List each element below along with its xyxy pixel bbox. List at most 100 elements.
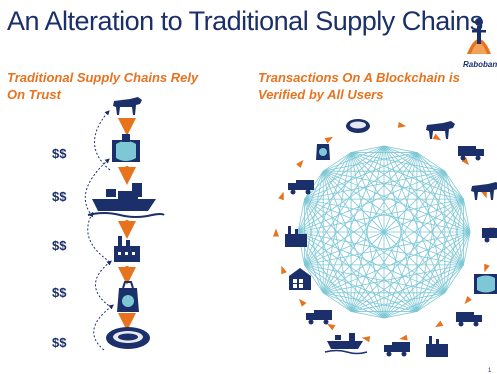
network-link xyxy=(304,198,385,319)
network-link xyxy=(463,199,471,233)
truck-icon xyxy=(384,342,410,357)
network-link xyxy=(297,199,305,233)
bag-icon xyxy=(117,281,139,312)
warehouse-icon xyxy=(289,268,311,290)
network-link xyxy=(383,152,418,319)
network-link xyxy=(323,292,417,312)
network-link xyxy=(297,171,324,233)
ring-icons xyxy=(285,119,497,357)
network-link xyxy=(350,152,464,200)
factory-icon xyxy=(426,336,448,357)
network-link xyxy=(322,292,352,312)
right-heading: Transactions On A Blockchain is Verified… xyxy=(258,70,460,102)
ring-arrow xyxy=(461,157,470,166)
network-link xyxy=(416,152,446,172)
ring-arrow xyxy=(273,228,280,237)
ring-arrow xyxy=(296,159,304,168)
truck-icon xyxy=(458,146,484,161)
dollar-label-1: $$ xyxy=(52,146,67,161)
network-link xyxy=(304,170,446,266)
cow-icon xyxy=(113,97,142,115)
factory-icon xyxy=(114,236,140,262)
network-link xyxy=(383,264,464,319)
network-link xyxy=(323,170,471,233)
cow-icon xyxy=(471,182,497,200)
truck-icon xyxy=(456,312,482,327)
ring-arrow xyxy=(432,133,442,141)
network-link xyxy=(304,264,385,319)
network-link xyxy=(322,152,352,172)
network-link xyxy=(297,198,464,233)
network-link xyxy=(304,145,385,200)
bag-icon xyxy=(316,144,330,160)
network-link xyxy=(351,152,445,172)
ring-arrow xyxy=(361,336,371,343)
network-link xyxy=(350,152,464,266)
network-link xyxy=(304,231,471,266)
network-link xyxy=(350,152,471,233)
network-link xyxy=(322,170,464,266)
dollar-label-4: $$ xyxy=(52,285,67,300)
network-link xyxy=(297,231,418,312)
ring-arrow xyxy=(434,320,444,328)
network-link xyxy=(444,199,464,293)
network-link xyxy=(323,292,385,319)
dollar-label-5: $$ xyxy=(52,335,67,350)
network-link xyxy=(297,152,352,233)
truck-icon xyxy=(482,228,497,243)
network-link xyxy=(304,171,324,265)
cow-icon xyxy=(426,121,455,139)
left-heading: Traditional Supply Chains Rely On Trust xyxy=(7,70,199,102)
factory-icon xyxy=(285,226,307,247)
truck-icon xyxy=(288,180,314,195)
meat-icon xyxy=(346,119,370,133)
processing-plant-icon xyxy=(112,134,140,162)
network-link xyxy=(383,145,464,200)
network-link xyxy=(463,231,471,265)
network-link xyxy=(304,264,352,312)
network-link xyxy=(350,152,385,319)
ring-arrow xyxy=(324,136,334,144)
network-link xyxy=(351,311,385,319)
network-link xyxy=(383,145,418,312)
ship-icon xyxy=(324,333,368,355)
network-link xyxy=(416,292,446,312)
payment-arrows xyxy=(84,110,114,351)
network-link xyxy=(304,264,324,294)
meat-icon xyxy=(106,327,150,349)
network-link xyxy=(416,152,471,233)
network-link xyxy=(444,170,464,200)
ring-arrow xyxy=(484,263,490,273)
network-link xyxy=(383,311,417,319)
network-link xyxy=(322,152,352,293)
network-link xyxy=(350,152,446,294)
dollar-label-3: $$ xyxy=(52,238,67,253)
network-link xyxy=(304,152,352,266)
ring-arrow xyxy=(298,298,307,307)
network-link xyxy=(350,145,385,312)
ring-arrow xyxy=(464,296,472,305)
ring-arrow xyxy=(278,191,284,201)
network-link xyxy=(444,171,464,265)
network-link xyxy=(351,292,445,312)
ring-arrow xyxy=(326,323,336,331)
truck-icon xyxy=(306,310,332,325)
network-link xyxy=(304,152,352,200)
network-link xyxy=(304,198,352,312)
network-link xyxy=(304,198,471,233)
network-link xyxy=(351,145,385,153)
network-link xyxy=(322,198,464,294)
page-number: 1 xyxy=(488,368,492,374)
network-link xyxy=(350,152,418,312)
network-link xyxy=(322,152,418,294)
processing-plant-icon xyxy=(474,274,497,294)
network-link xyxy=(444,264,464,294)
ring-arrow xyxy=(281,265,287,275)
left-supply-chain xyxy=(84,97,165,351)
network-link xyxy=(383,145,417,153)
network-link xyxy=(304,198,446,294)
ring-arrow xyxy=(397,121,407,128)
ring-arrow xyxy=(399,334,408,341)
network-link xyxy=(297,231,464,266)
